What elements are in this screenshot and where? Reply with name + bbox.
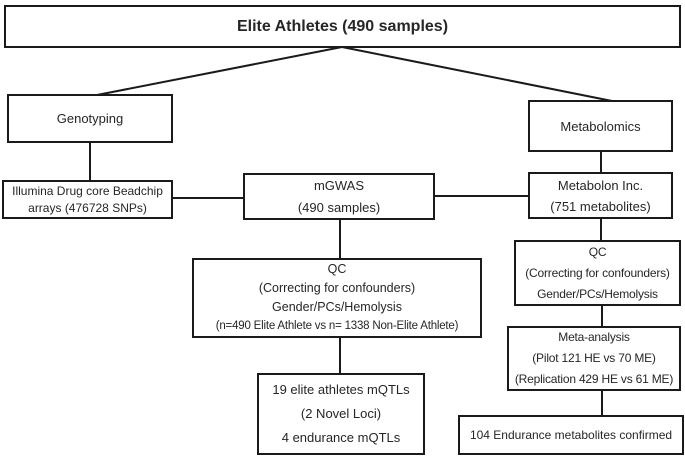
- qc-main-line-1: QC: [327, 262, 347, 276]
- metabolon-line-1: Metabolon Inc.: [557, 177, 644, 193]
- metabolon-box: Metabolon Inc. (751 metabolites): [528, 172, 673, 219]
- mgwas-line-1: mGWAS: [313, 177, 365, 193]
- connector-title-to-metabolomics: [341, 46, 613, 102]
- endurance-confirmed-box: 104 Endurance metabolites confirmed: [458, 415, 684, 455]
- meta-line-1: Meta-analysis: [558, 330, 630, 344]
- genotyping-box: Genotyping: [7, 94, 173, 143]
- elite-athletes-box: Elite Athletes (490 samples): [4, 5, 681, 48]
- qc-metabolomics-box: QC (Correcting for confounders) Gender/P…: [514, 240, 681, 306]
- qc-right-line-2: (Correcting for confounders): [525, 265, 670, 280]
- qc-right-line-1: QC: [588, 244, 607, 259]
- illumina-beadchip-box: Illumina Drug core Beadchip arrays (4767…: [2, 180, 173, 219]
- qc-main-line-2: (Correcting for confounders): [258, 281, 416, 295]
- qc-main-box: QC (Correcting for confounders) Gender/P…: [192, 258, 482, 338]
- mqtl-results-box: 19 elite athletes mQTLs (2 Novel Loci) 4…: [257, 373, 425, 455]
- elite-athletes-label: Elite Athletes (490 samples): [236, 17, 449, 35]
- mqtls-line-2: (2 Novel Loci): [300, 406, 382, 421]
- qc-main-line-4: (n=490 Elite Athlete vs n= 1338 Non-Elit…: [215, 320, 459, 332]
- connector-title-to-genotyping: [96, 46, 343, 96]
- qc-right-line-3: Gender/PCs/Hemolysis: [537, 286, 658, 301]
- illumina-line-1: Illumina Drug core Beadchip: [12, 183, 163, 198]
- meta-line-2: (Pilot 121 HE vs 70 ME): [532, 351, 656, 365]
- meta-analysis-box: Meta-analysis (Pilot 121 HE vs 70 ME) (R…: [507, 326, 681, 391]
- mqtls-line-3: 4 endurance mQTLs: [281, 430, 401, 445]
- metabolomics-label: Metabolomics: [560, 118, 641, 134]
- illumina-line-2: arrays (476728 SNPs): [28, 200, 147, 215]
- metabolomics-box: Metabolomics: [528, 100, 673, 152]
- mgwas-line-2: (490 samples): [297, 199, 381, 215]
- mqtls-line-1: 19 elite athletes mQTLs: [272, 382, 410, 397]
- meta-line-3: (Replication 429 HE vs 61 ME): [514, 372, 674, 386]
- endurance-label: 104 Endurance metabolites confirmed: [469, 428, 673, 442]
- qc-main-line-3: Gender/PCs/Hemolysis: [272, 300, 402, 314]
- mgwas-box: mGWAS (490 samples): [243, 173, 435, 220]
- metabolon-line-2: (751 metabolites): [550, 198, 651, 214]
- genotyping-label: Genotyping: [56, 111, 124, 126]
